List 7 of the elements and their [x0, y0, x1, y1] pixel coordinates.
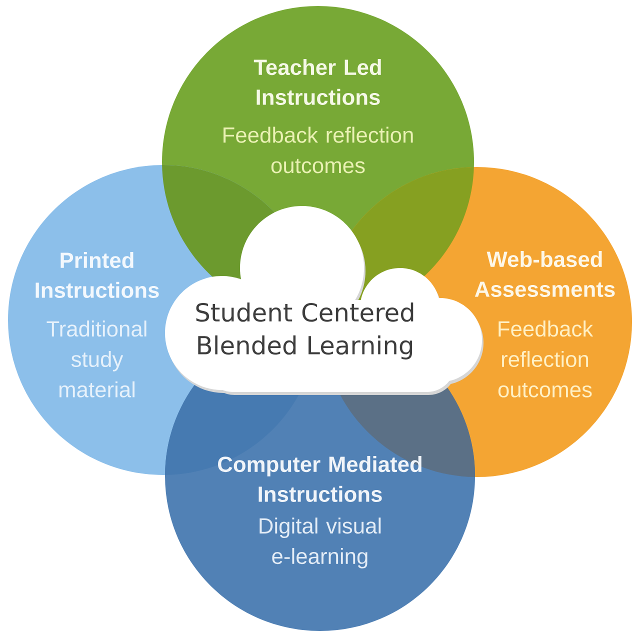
heading: Computer Mediated Instructions [218, 456, 422, 502]
description-text: Digital visual e-learning [260, 518, 381, 568]
heading: Printed Instructions [36, 252, 159, 298]
description-text: Traditional study material [46, 320, 146, 398]
description-text: Feedback reflection outcomes [224, 126, 413, 174]
description-text: Feedback reflection outcomes [498, 320, 594, 398]
heading: Teacher Led Instructions [254, 59, 381, 105]
